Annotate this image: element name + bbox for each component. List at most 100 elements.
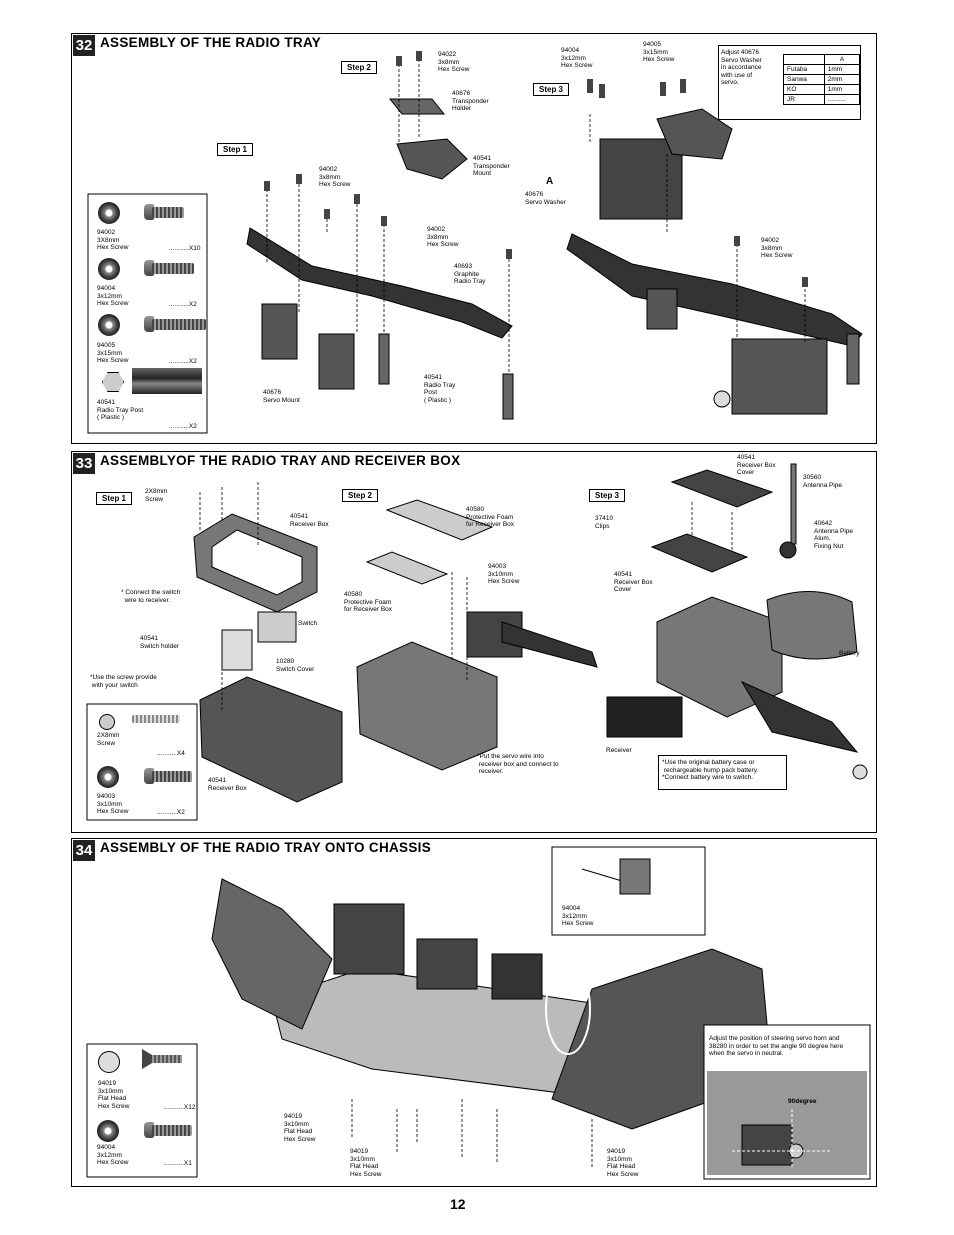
s32-step1: Step 1: [217, 143, 254, 156]
receiver-box-illustration: [86, 463, 868, 821]
graphite-tray: [246, 227, 513, 339]
adjust-note: Adjust 40676 Servo Washer in accordance …: [721, 49, 762, 86]
section-33-title: ASSEMBLYOF THE RADIO TRAY AND RECEIVER B…: [100, 453, 461, 468]
screw-94004: [152, 263, 194, 274]
servo-body: [599, 138, 683, 220]
part-2x8-label: 2X8mm Screw: [97, 732, 120, 747]
s33-label-j: 40580 Protective Foam for Receiver Box: [344, 591, 393, 613]
s32-label-c: 40541 Transponder Mount: [473, 155, 510, 177]
chassis-receiver-box: [416, 938, 478, 990]
section-33-number: 33: [73, 453, 95, 474]
section-34-title: ASSEMBLY OF THE RADIO TRAY ONTO CHASSIS: [100, 840, 432, 855]
step3-tray: [740, 680, 859, 753]
s32-label-d: 94002 3x8mm Hex Screw: [319, 166, 351, 188]
antenna-pipe: [790, 463, 797, 545]
screw-2x8: [132, 715, 180, 723]
foam-1: [385, 499, 494, 541]
screw-94004-34-head: [144, 1122, 154, 1138]
s32-label-j: 94005 3x15mm Hex Screw: [643, 41, 675, 63]
radio-tray-post-nut: [102, 372, 124, 392]
screw-94005-head: [144, 316, 154, 332]
degree-label: 90degree: [788, 1098, 817, 1105]
s33-label-e: 40541 Switch holder: [140, 635, 180, 650]
transponder-mount: [396, 138, 468, 180]
washer-94004: [98, 258, 120, 280]
s33-label-h: 40541 Receiver Box: [208, 777, 247, 792]
chassis-servo: [333, 903, 405, 975]
part-94002-qty: ...........X10: [169, 245, 201, 252]
step2-receiver-box: [356, 641, 498, 771]
s34-label-d: 94019 3x10mm Flat Head Hex Screw: [607, 1148, 639, 1178]
washer-94003: [97, 766, 119, 788]
s32-label-m: 94002 3x8mm Hex Screw: [761, 237, 793, 259]
screw-94003-head: [144, 768, 154, 784]
washer-94002: [98, 202, 120, 224]
transponder-holder: [388, 98, 446, 115]
s32-label-h: 40541 Radio Tray Post ( Plastic ): [424, 374, 456, 404]
screw-94002-head: [144, 204, 154, 220]
part-94019-label: 94019 3x10mm Flat Head Hex Screw: [98, 1080, 130, 1110]
s33-label-f: 10280 Switch Cover: [276, 658, 315, 673]
part-94004-34-label: 94004 3x12mm Hex Screw: [97, 1144, 129, 1166]
section-32: 32 ASSEMBLY OF THE RADIO TRAY: [71, 33, 877, 444]
servo-horn-plate: [656, 108, 733, 160]
s33-label-l: *Put the servo wire into receiver box an…: [477, 753, 559, 775]
step3-post-1: [846, 333, 860, 385]
servo-mount-1: [261, 303, 298, 360]
s33-label-p: 40642 Antenna Pipe Alum. Fixing Nut: [814, 520, 854, 550]
s33-label-g: *Use the screw provide with your switch: [90, 674, 157, 689]
step3-servo-saver: [852, 764, 868, 780]
radio-tray-post: [132, 368, 202, 394]
steering-note: Adjust the position of steering servo ho…: [709, 1035, 844, 1057]
washer-94004-34: [97, 1120, 119, 1142]
section-34-number: 34: [73, 840, 95, 861]
s32-label-a: 94022 3x8mm Hex Screw: [438, 51, 470, 73]
s33-label-d: Switch: [298, 620, 318, 627]
radio-tray-illustration: [87, 51, 863, 434]
servo-adjust-box: Adjust 40676 Servo Washer in accordance …: [718, 45, 861, 120]
receiver-box-bottom: [199, 676, 343, 803]
step3-mount: [646, 288, 678, 330]
s33-step3: Step 3: [589, 489, 626, 502]
servo-saver: [713, 390, 731, 408]
part-94005-qty: ...........X2: [169, 358, 197, 365]
screw-94002: [152, 207, 184, 218]
s32-label-g: 40676 Servo Mount: [263, 389, 300, 404]
battery: [766, 591, 858, 660]
s33-label-a: 2X8mm Screw: [145, 488, 168, 503]
switch: [257, 611, 297, 643]
section-33: 33 ASSEMBLYOF THE RADIO TRAY AND RECEIVE…: [71, 451, 877, 833]
s32-step2: Step 2: [341, 61, 378, 74]
s33-label-s: Receiver: [606, 747, 632, 754]
chassis-illustration: [86, 846, 871, 1180]
tray-post-1: [378, 333, 390, 385]
part-40541-label: 40541 Radio Tray Post ( Plastic ): [97, 399, 144, 421]
s32-label-l: 40676 Servo Washer: [525, 191, 566, 206]
page-number: 12: [450, 1196, 466, 1212]
part-94002-label: 94002 3X8mm Hex Screw: [97, 229, 129, 251]
s33-label-b: 40541 Receiver Box: [290, 513, 329, 528]
part-2x8-qty: ...........X4: [157, 750, 185, 757]
chassis-steering-servo: [491, 953, 543, 1000]
screw-94005: [152, 319, 206, 330]
section-32-number: 32: [73, 35, 95, 56]
part-94004-label: 94004 3x12mm Hex Screw: [97, 285, 129, 307]
washer-94005: [98, 314, 120, 336]
part-94004-34-qty: ...........X1: [164, 1160, 192, 1167]
screw-94003: [152, 771, 192, 782]
s34-label-a: 94004 3x12mm Hex Screw: [562, 905, 594, 927]
rear-suspension: [211, 878, 333, 1030]
receiver-box-cover-1: [670, 469, 774, 508]
step2-tray: [501, 621, 598, 668]
servo-mount-2: [318, 333, 355, 390]
s34-label-c: 94019 3x10mm Flat Head Hex Screw: [350, 1148, 382, 1178]
s32-label-f: 40693 Graphite Radio Tray: [454, 263, 486, 285]
s33-step2: Step 2: [342, 489, 379, 502]
s33-label-r: Battery: [839, 650, 860, 657]
phillips-head: [99, 714, 115, 730]
assembled-tray: [566, 233, 863, 347]
screw-94004-head: [144, 260, 154, 276]
s33-step1: Step 1: [96, 492, 133, 505]
battery-note-box: *Use the original battery case or rechar…: [658, 755, 787, 790]
parts-box-outline-34: [86, 1043, 198, 1178]
